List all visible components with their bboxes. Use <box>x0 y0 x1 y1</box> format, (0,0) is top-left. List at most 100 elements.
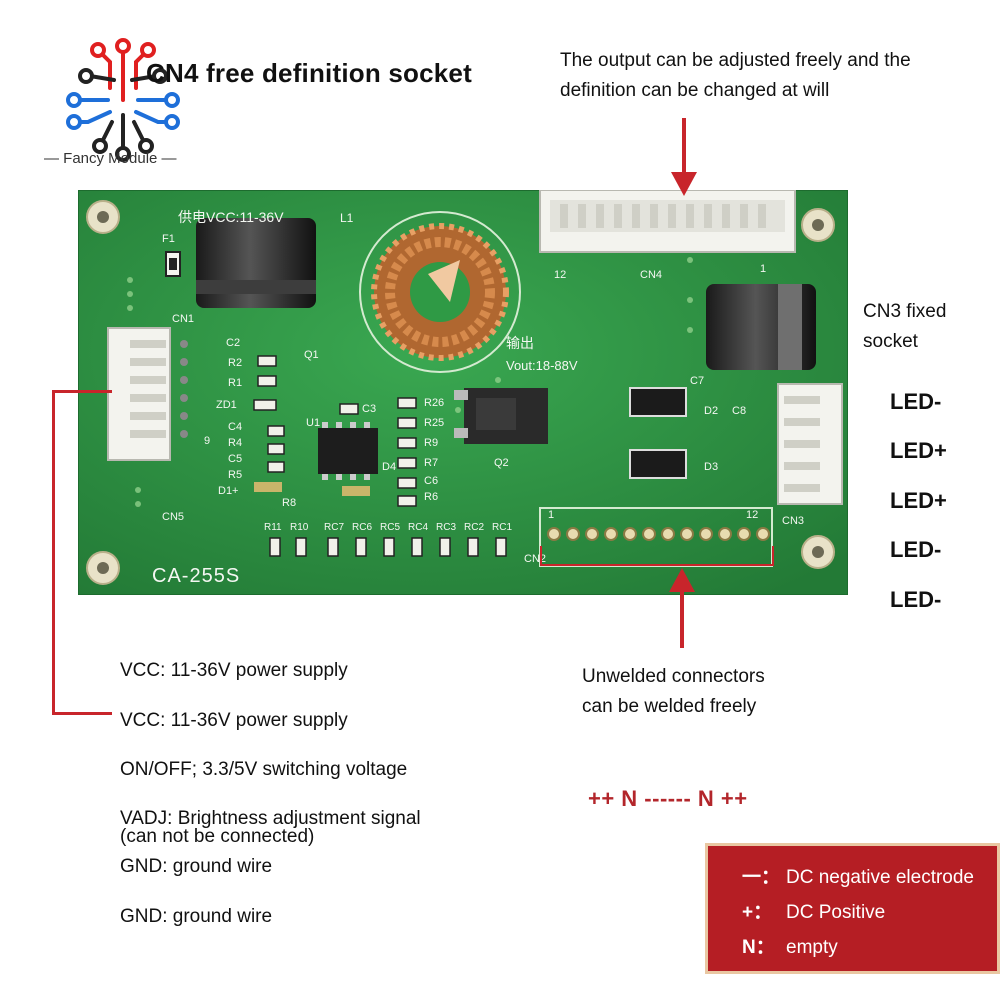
cn1-bracket-vertical <box>52 390 55 714</box>
silk-r25: R25 <box>424 417 444 429</box>
page-title: CN4 free definition socket <box>146 58 472 88</box>
callout-output-adjust: The output can be adjusted freely and th… <box>560 46 980 106</box>
silk-r5: R5 <box>228 469 242 481</box>
silk-rc3: RC3 <box>436 522 456 533</box>
fancy-module-logo <box>66 38 180 162</box>
silk-r1: R1 <box>228 377 242 389</box>
silk-vout: Vout:18-88V <box>506 358 578 373</box>
silk-cn2-right: 12 <box>746 509 758 521</box>
silk-q1: Q1 <box>304 349 319 361</box>
silk-rc7: RC7 <box>324 522 344 533</box>
pin-description: VCC: 11-36V power supply <box>120 660 348 681</box>
cn3-connector <box>777 383 843 505</box>
silk-c4: C4 <box>228 421 242 433</box>
arrow-down-icon <box>671 172 697 196</box>
callout-cn3: CN3 fixed socket <box>863 297 983 357</box>
silk-c5: C5 <box>228 453 242 465</box>
legend-text: empty <box>786 937 838 958</box>
silk-out-cn: 输出 <box>506 335 534 351</box>
legend-symbol: +： <box>742 902 773 923</box>
callout-line: can be welded freely <box>582 696 757 717</box>
brand-name: — Fancy Module — <box>44 150 177 167</box>
ic-u1 <box>318 428 378 474</box>
silk-rc4: RC4 <box>408 522 428 533</box>
silk-cn5: CN5 <box>162 511 184 523</box>
silk-cn4: CN4 <box>640 269 662 281</box>
diode-d3 <box>629 449 687 479</box>
legend-symbol: 一： <box>742 867 781 888</box>
silk-d3: D3 <box>704 461 718 473</box>
legend-text: DC negative electrode <box>786 867 974 888</box>
silk-c2: C2 <box>226 337 240 349</box>
silk-d4: D4 <box>382 461 396 473</box>
silk-rc2: RC2 <box>464 522 484 533</box>
led-pin-label: LED- <box>890 587 942 612</box>
silk-d2: D2 <box>704 405 718 417</box>
silk-r8: R8 <box>282 497 296 509</box>
mosfet-q2 <box>454 388 548 444</box>
silk-c7: C7 <box>690 375 704 387</box>
silk-cn4-left: 12 <box>554 269 566 281</box>
legend-item: +： DC Positive <box>742 897 885 924</box>
silk-c6: C6 <box>424 475 438 487</box>
silk-r9: R9 <box>424 437 438 449</box>
silk-cn1: CN1 <box>172 313 194 325</box>
legend-symbol: N： <box>742 937 775 958</box>
silk-model: CA-255S <box>152 565 240 587</box>
silk-r2: R2 <box>228 357 242 369</box>
silk-vcc: 供电VCC:11-36V <box>178 209 284 225</box>
cn2-header <box>539 507 773 567</box>
pin-note: (can not be connected) <box>120 826 315 847</box>
silk-u1: U1 <box>306 417 320 429</box>
silk-r11: R11 <box>264 522 282 533</box>
pin-description: VCC: 11-36V power supply <box>120 710 348 731</box>
callout-line: definition can be changed at will <box>560 80 830 101</box>
arrow-bottom-shaft <box>680 586 684 648</box>
silk-rc1: RC1 <box>492 522 512 533</box>
silk-c3: C3 <box>362 403 376 415</box>
silk-rc6: RC6 <box>352 522 372 533</box>
silk-r7: R7 <box>424 457 438 469</box>
silk-r10: R10 <box>290 522 309 533</box>
silk-rc5: RC5 <box>380 522 400 533</box>
capacitor-output <box>706 284 816 370</box>
silk-l1: L1 <box>340 211 354 225</box>
silk-r26: R26 <box>424 397 444 409</box>
pin-description: GND: ground wire <box>120 906 273 927</box>
cn4-connector <box>539 190 796 253</box>
silk-d1: D1+ <box>218 485 239 497</box>
legend-text: DC Positive <box>786 902 886 923</box>
arrow-top-shaft <box>682 118 686 178</box>
legend-item: 一：DC negative electrode <box>742 862 974 889</box>
led-pin-label: LED+ <box>890 438 947 463</box>
silk-r4: R4 <box>228 437 242 449</box>
cn1-pin-list: VCC: 11-36V power supply VCC: 11-36V pow… <box>120 660 560 930</box>
callout-line: socket <box>863 331 918 352</box>
callout-unwelded: Unwelded connectors can be welded freely <box>582 662 842 722</box>
silk-cn1-pin: 9 <box>204 435 210 447</box>
legend-box: 一：DC negative electrode +： DC Positive N：… <box>705 843 1000 974</box>
pin-description: GND: ground wire <box>120 856 273 877</box>
callout-line: Unwelded connectors <box>582 666 765 687</box>
cn1-bracket-bottom <box>52 712 112 715</box>
silk-r6: R6 <box>424 491 438 503</box>
callout-line: The output can be adjusted freely and th… <box>560 50 911 71</box>
silk-cn3: CN3 <box>782 515 804 527</box>
silk-zd1: ZD1 <box>216 399 237 411</box>
led-pin-label: LED- <box>890 537 942 562</box>
diode-d2 <box>629 387 687 417</box>
silk-c8: C8 <box>732 405 746 417</box>
pin-description: ON/OFF; 3.3/5V switching voltage <box>120 759 408 780</box>
silk-q2: Q2 <box>494 457 509 469</box>
legend-item: N： empty <box>742 932 838 959</box>
pin-description: VADJ: Brightness adjustment signal <box>120 808 421 829</box>
pcb-board: 供电VCC:11-36V L1 F1 CN1 9 CN5 输出 Vout:18-… <box>78 190 848 595</box>
callout-line: CN3 fixed <box>863 301 947 322</box>
silk-f1: F1 <box>162 233 175 245</box>
pin-pattern: ++ N ------ N ++ <box>588 786 748 811</box>
led-pin-label: LED- <box>890 389 942 414</box>
cn1-bracket-top <box>52 390 112 393</box>
cn1-connector <box>107 327 188 461</box>
led-pin-label: LED+ <box>890 488 947 513</box>
cn2-bracket <box>540 546 774 566</box>
